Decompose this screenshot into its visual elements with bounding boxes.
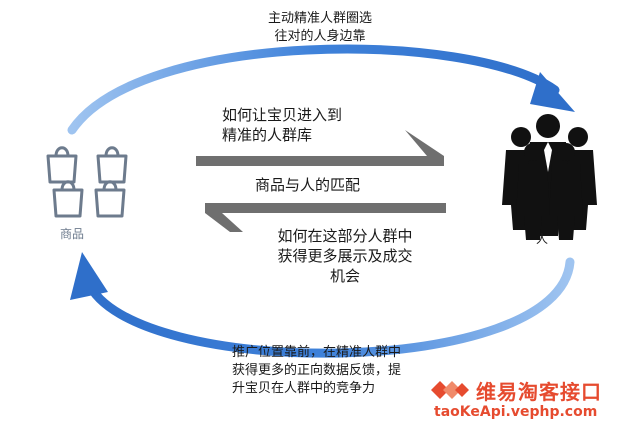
upper-exchange-bar [196,130,444,166]
people-group-icon [502,114,597,240]
watermark-name: 维易淘客接口 [476,380,602,404]
lower-exchange-bar [205,203,446,232]
people-label: 人 [536,232,549,246]
top-cycle-arrow [67,44,575,135]
goods-label: 商品 [60,227,85,241]
watermark-logo-icon [431,381,469,399]
bottom-caption: 推广位置靠前，在精准人群中 获得更多的正向数据反馈，提 升宝贝在人群中的竞争力 [232,345,402,396]
bottom-cycle-arrow [70,252,575,358]
lower-question: 如何在这部分人群中 获得更多展示及成交 机会 [277,227,413,285]
upper-question: 如何让宝贝进入到 精准的人群库 [222,106,343,144]
match-label: 商品与人的匹配 [255,176,361,194]
top-caption: 主动精准人群圈选 往对的人身边靠 [267,11,372,44]
watermark-url: taoKeApi.vephp.com [434,404,598,420]
shopping-bags-icon [46,146,128,218]
